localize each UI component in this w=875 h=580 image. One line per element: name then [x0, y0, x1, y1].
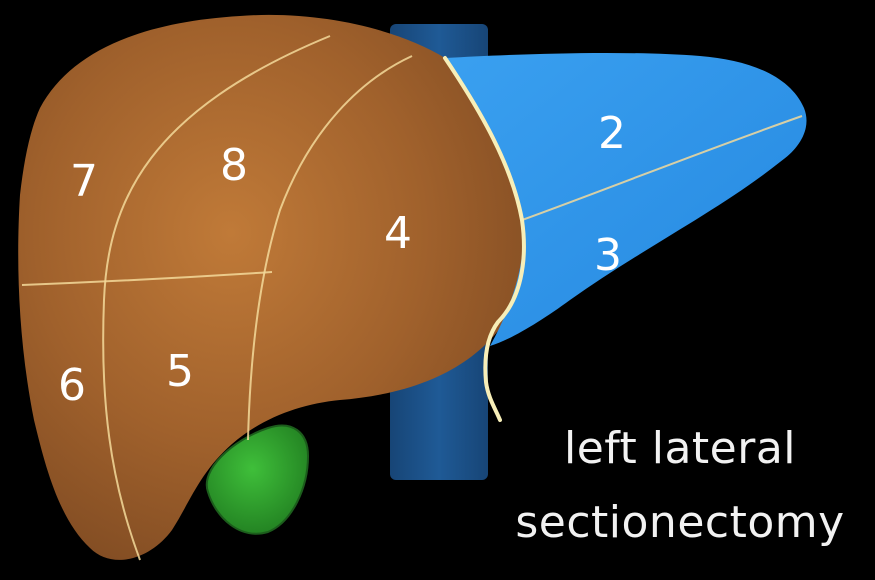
liver-remnant	[18, 14, 524, 560]
segment-label-2: 2	[598, 108, 626, 159]
segment-label-7: 7	[70, 156, 98, 207]
segment-boundaries	[21, 35, 803, 561]
segment-label-4: 4	[384, 208, 412, 259]
left-lateral-section	[445, 52, 807, 346]
segment-label-8: 8	[220, 140, 248, 191]
resection-line	[443, 56, 526, 422]
segment-label-3: 3	[594, 230, 622, 281]
caption-line-1: left lateral	[563, 423, 797, 474]
caption-line-2: sectionectomy	[515, 497, 845, 548]
segment-label-5: 5	[166, 346, 194, 397]
gallbladder	[205, 424, 310, 535]
segment-label-6: 6	[58, 360, 86, 411]
